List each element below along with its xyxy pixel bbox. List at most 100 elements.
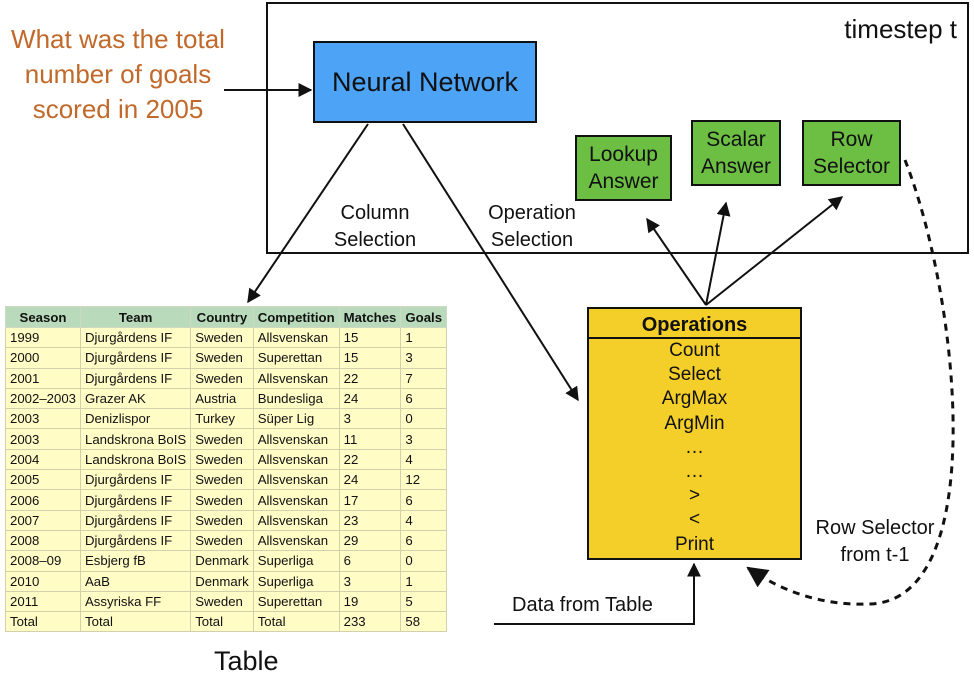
table-cell: Superliga bbox=[252, 570, 340, 592]
table-cell: 2007 bbox=[4, 509, 82, 531]
operations-title: Operations bbox=[589, 309, 800, 339]
table-cell: 0 bbox=[400, 550, 448, 572]
table-cell: Sweden bbox=[190, 590, 254, 613]
arrow-column-selection bbox=[247, 123, 369, 304]
column-header: Matches bbox=[338, 306, 402, 328]
arrow-ops-to-rowsel bbox=[705, 196, 844, 306]
table-cell: 2000 bbox=[4, 347, 82, 369]
table-cell: 15 bbox=[338, 326, 402, 349]
column-header: Goals bbox=[400, 306, 448, 328]
table-cell: 6 bbox=[400, 489, 448, 511]
table-cell: Sweden bbox=[190, 448, 254, 471]
column-selection-label: Column Selection bbox=[333, 202, 417, 251]
table-cell: Djurgårdens IF bbox=[80, 529, 192, 552]
operation-item: < bbox=[688, 509, 701, 531]
table-cell: 22 bbox=[338, 367, 402, 389]
table-cell: Total bbox=[252, 611, 340, 633]
table-cell: Allsvenskan bbox=[252, 367, 340, 389]
table-cell: Sweden bbox=[190, 469, 254, 491]
table-cell: Sweden bbox=[190, 326, 254, 349]
table-cell: 24 bbox=[338, 387, 402, 410]
table-cell: Total bbox=[80, 611, 192, 633]
table-cell: Allsvenskan bbox=[252, 469, 340, 491]
table-cell: 2002–2003 bbox=[4, 387, 82, 410]
scalar-answer-box: Scalar Answer bbox=[691, 120, 781, 186]
table-cell: 29 bbox=[338, 529, 402, 552]
table-cell: Süper Lig bbox=[252, 408, 340, 430]
table-cell: 1 bbox=[400, 570, 448, 592]
table-cell: 19 bbox=[338, 590, 402, 613]
table-cell: Allsvenskan bbox=[252, 509, 340, 531]
operation-item: > bbox=[688, 485, 701, 507]
table-cell: Landskrona BoIS bbox=[80, 428, 192, 450]
table-cell: 12 bbox=[400, 469, 448, 491]
table-cell: Superliga bbox=[252, 550, 340, 572]
table-cell: 2006 bbox=[4, 489, 82, 511]
arrow-operation-selection bbox=[402, 123, 579, 402]
table-cell: 6 bbox=[338, 550, 402, 572]
table-cell: 0 bbox=[400, 408, 448, 430]
table-cell: 2008–09 bbox=[4, 550, 82, 572]
arrow-row-selector-prev bbox=[746, 159, 955, 606]
table-cell: Sweden bbox=[190, 428, 254, 450]
table-cell: 24 bbox=[338, 469, 402, 491]
table-cell: Allsvenskan bbox=[252, 326, 340, 349]
table-cell: Total bbox=[4, 611, 82, 633]
operation-item: Select bbox=[668, 364, 721, 386]
table-cell: 3 bbox=[338, 570, 402, 592]
operation-item: Print bbox=[674, 533, 715, 555]
table-cell: Denmark bbox=[190, 570, 254, 592]
table-cell: 4 bbox=[400, 509, 448, 531]
table-cell: 2001 bbox=[4, 367, 82, 389]
table-cell: AaB bbox=[80, 570, 192, 592]
table-cell: 3 bbox=[338, 408, 402, 430]
column-header: Season bbox=[4, 306, 82, 328]
operation-item: … bbox=[685, 436, 704, 458]
table-cell: Denmark bbox=[190, 550, 254, 572]
table-cell: 15 bbox=[338, 347, 402, 369]
table-cell: Sweden bbox=[190, 367, 254, 389]
table-cell: 233 bbox=[338, 611, 402, 633]
table-cell: Djurgårdens IF bbox=[80, 367, 192, 389]
operation-item: … bbox=[685, 461, 704, 483]
table-cell: Djurgårdens IF bbox=[80, 347, 192, 369]
table-cell: 17 bbox=[338, 489, 402, 511]
table-cell: 2005 bbox=[4, 469, 82, 491]
table-cell: Allsvenskan bbox=[252, 428, 340, 450]
data-from-table-label: Data from Table bbox=[512, 594, 653, 616]
table-cell: Djurgårdens IF bbox=[80, 326, 192, 349]
table-cell: 58 bbox=[400, 611, 448, 633]
lookup-answer-box: Lookup Answer bbox=[575, 135, 672, 201]
table-cell: 7 bbox=[400, 367, 448, 389]
table-cell: 2010 bbox=[4, 570, 82, 592]
table-cell: Grazer AK bbox=[80, 387, 192, 410]
table-cell: Superettan bbox=[252, 347, 340, 369]
operation-item: ArgMin bbox=[664, 412, 725, 434]
table-cell: Sweden bbox=[190, 529, 254, 552]
table-cell: 6 bbox=[400, 387, 448, 410]
table-cell: Total bbox=[190, 611, 254, 633]
table-cell: 22 bbox=[338, 448, 402, 471]
table-cell: Allsvenskan bbox=[252, 448, 340, 471]
table-cell: Djurgårdens IF bbox=[80, 469, 192, 491]
operation-selection-label: Operation Selection bbox=[488, 202, 576, 251]
column-header: Country bbox=[190, 306, 254, 328]
table-cell: 2003 bbox=[4, 428, 82, 450]
table-cell: 2008 bbox=[4, 529, 82, 552]
table-cell: 3 bbox=[400, 347, 448, 369]
operation-item: ArgMax bbox=[661, 388, 728, 410]
